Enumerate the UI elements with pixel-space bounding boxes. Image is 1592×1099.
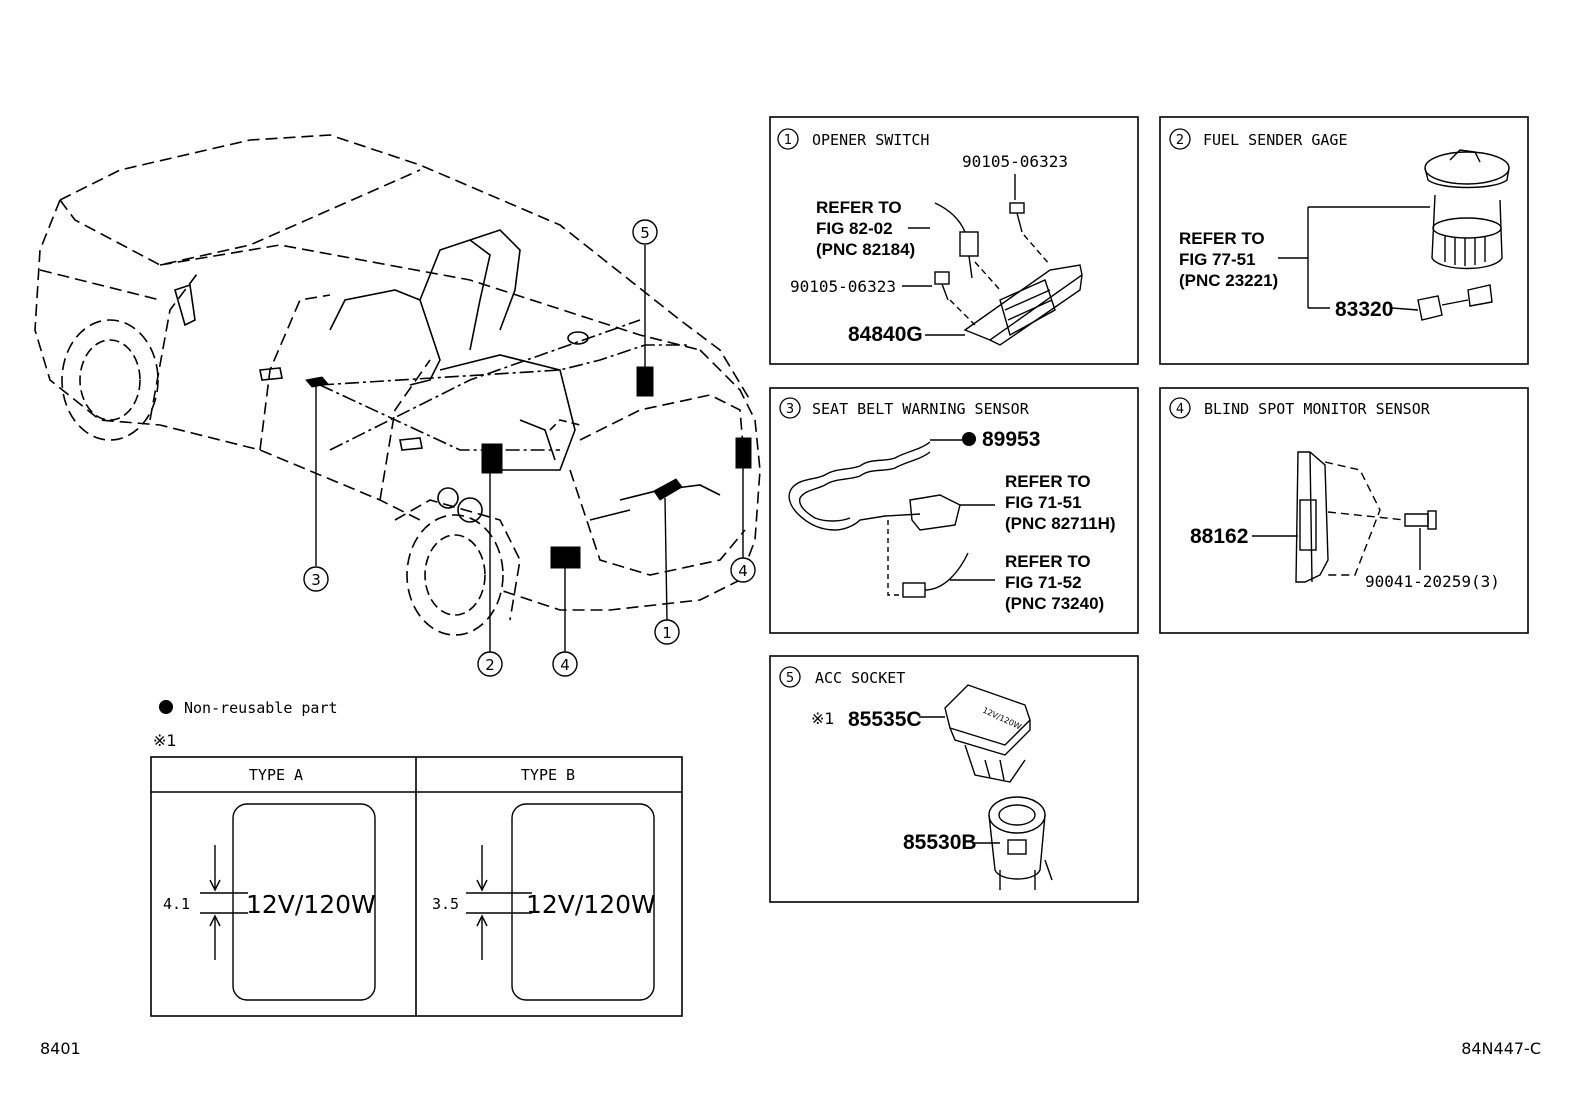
callout-4-right: 4 bbox=[730, 557, 756, 583]
panel-3-title: SEAT BELT WARNING SENSOR bbox=[812, 400, 1030, 418]
svg-text:FIG 77-51: FIG 77-51 bbox=[1179, 250, 1256, 269]
panel-opener-switch: 1 OPENER SWITCH 90105-06323 REFER TO FIG… bbox=[769, 116, 1139, 365]
svg-text:REFER TO: REFER TO bbox=[1179, 229, 1265, 248]
legend: Non-reusable part ※1 bbox=[153, 699, 338, 750]
panel-5-title: ACC SOCKET bbox=[815, 669, 905, 687]
svg-text:3: 3 bbox=[311, 571, 321, 589]
legend-note-mark: ※1 bbox=[153, 731, 177, 750]
acc-cap-part: 85535C bbox=[848, 708, 922, 731]
panel-fuel-sender-gage: 2 FUEL SENDER GAGE REFER TO FIG 77-51 (P… bbox=[1159, 116, 1529, 365]
footer-right-code: 84N447-C bbox=[1461, 1039, 1541, 1058]
svg-text:4: 4 bbox=[1176, 402, 1184, 417]
marker-fuel-sender bbox=[481, 443, 503, 474]
acc-note-mark: ※1 bbox=[811, 709, 835, 728]
type-table: TYPE A TYPE B 4.1 12V/120W 3.5 12V/120W bbox=[150, 756, 683, 1017]
callout-2: 2 bbox=[477, 651, 503, 677]
legend-non-reusable: Non-reusable part bbox=[184, 699, 338, 717]
panel-2-title: FUEL SENDER GAGE bbox=[1203, 131, 1348, 149]
type-a-label: 12V/120W bbox=[246, 890, 376, 919]
callout-4-left: 4 bbox=[552, 651, 578, 677]
svg-text:REFER TO: REFER TO bbox=[1005, 472, 1091, 491]
callout-leaders bbox=[315, 245, 744, 652]
marker-acc-socket bbox=[636, 366, 654, 397]
svg-text:FIG 82-02: FIG 82-02 bbox=[816, 219, 893, 238]
footer-left-code: 8401 bbox=[40, 1039, 81, 1058]
svg-text:1: 1 bbox=[662, 624, 672, 642]
non-reusable-icon bbox=[962, 432, 976, 446]
svg-text:5: 5 bbox=[786, 671, 794, 686]
type-a-header: TYPE A bbox=[249, 766, 303, 784]
type-b-dimension: 3.5 bbox=[432, 895, 459, 913]
type-a-drawing bbox=[200, 803, 376, 1001]
fuel-sender-part: 83320 bbox=[1335, 298, 1393, 321]
type-a-dimension: 4.1 bbox=[163, 895, 190, 913]
svg-text:(PNC 82711H): (PNC 82711H) bbox=[1005, 514, 1116, 533]
svg-text:1: 1 bbox=[784, 133, 792, 148]
svg-text:2: 2 bbox=[485, 656, 495, 674]
blind-spot-bolt-part: 90041-20259(3) bbox=[1365, 572, 1500, 591]
component-markers bbox=[305, 366, 752, 569]
panel-1-title: OPENER SWITCH bbox=[812, 131, 929, 149]
svg-text:FIG 71-51: FIG 71-51 bbox=[1005, 493, 1082, 512]
marker-blind-spot-right bbox=[735, 437, 752, 469]
svg-text:4: 4 bbox=[738, 562, 748, 580]
panel-blind-spot-monitor-sensor: 4 BLIND SPOT MONITOR SENSOR 88162 90041-… bbox=[1159, 387, 1529, 634]
svg-text:REFER TO: REFER TO bbox=[1005, 552, 1091, 571]
svg-text:(PNC 73240): (PNC 73240) bbox=[1005, 594, 1104, 613]
svg-text:5: 5 bbox=[640, 224, 650, 242]
acc-cap-text: 12V/120W bbox=[981, 706, 1023, 732]
marker-opener-switch bbox=[653, 478, 683, 501]
car-callouts: 5 3 2 4 1 4 bbox=[303, 219, 756, 677]
bolt-left-part: 90105-06323 bbox=[790, 277, 896, 296]
blind-spot-sensor-part: 88162 bbox=[1190, 525, 1248, 548]
opener-switch-part: 84840G bbox=[848, 323, 923, 346]
non-reusable-bullet-icon bbox=[159, 700, 173, 714]
marker-blind-spot-left bbox=[550, 546, 581, 569]
type-b-drawing bbox=[466, 803, 655, 1001]
type-b-header: TYPE B bbox=[521, 766, 575, 784]
panel-seat-belt-warning-sensor: 3 SEAT BELT WARNING SENSOR 89953 REFER T… bbox=[769, 387, 1139, 634]
panel-4-title: BLIND SPOT MONITOR SENSOR bbox=[1204, 400, 1431, 418]
svg-text:4: 4 bbox=[560, 656, 570, 674]
panel-acc-socket: 5 ACC SOCKET ※1 85535C 85530B 12V/120W bbox=[769, 655, 1139, 903]
type-b-label: 12V/120W bbox=[526, 890, 656, 919]
seat-belt-sensor-part: 89953 bbox=[982, 428, 1040, 451]
bolt-top-part: 90105-06323 bbox=[962, 152, 1068, 171]
callout-5: 5 bbox=[632, 219, 658, 245]
svg-text:REFER TO: REFER TO bbox=[816, 198, 902, 217]
callout-1: 1 bbox=[654, 619, 680, 645]
callout-3: 3 bbox=[303, 566, 329, 592]
svg-text:FIG 71-52: FIG 71-52 bbox=[1005, 573, 1082, 592]
svg-text:(PNC 23221): (PNC 23221) bbox=[1179, 271, 1278, 290]
marker-seat-belt-sensor bbox=[305, 376, 329, 388]
svg-text:3: 3 bbox=[786, 402, 794, 417]
acc-socket-part: 85530B bbox=[903, 831, 977, 854]
svg-text:(PNC 82184): (PNC 82184) bbox=[816, 240, 915, 259]
svg-text:2: 2 bbox=[1176, 133, 1184, 148]
